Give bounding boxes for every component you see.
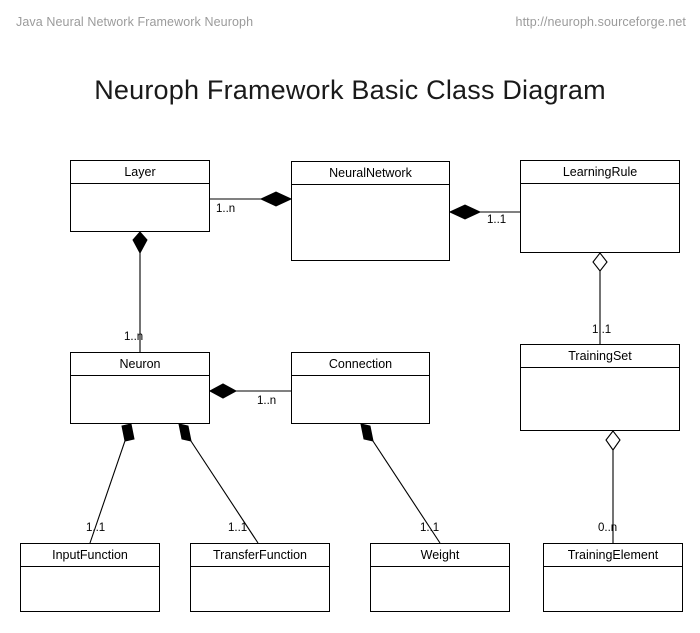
edge-neuron-inputfunction bbox=[89, 431, 129, 544]
class-box-neuron[interactable]: Neuron bbox=[70, 352, 210, 424]
class-name-connection: Connection bbox=[292, 353, 429, 376]
class-box-transferfunction[interactable]: TransferFunction bbox=[190, 543, 330, 612]
multiplicity-label-connection-weight: 1..1 bbox=[420, 522, 440, 534]
class-name-transferfunction: TransferFunction bbox=[191, 544, 329, 567]
class-attributes-learningrule bbox=[521, 184, 679, 252]
class-box-weight[interactable]: Weight bbox=[370, 543, 510, 612]
class-attributes-layer bbox=[71, 184, 209, 231]
class-attributes-neuron bbox=[71, 376, 209, 423]
class-attributes-trainingelement bbox=[544, 567, 682, 611]
class-name-neuralnetwork: NeuralNetwork bbox=[292, 162, 449, 185]
header-framework-label: Java Neural Network Framework Neuroph bbox=[16, 15, 254, 29]
composition-diamond-nn-layer bbox=[259, 191, 293, 207]
aggregation-diamond-trainingset-trainingelement bbox=[605, 430, 621, 451]
class-box-layer[interactable]: Layer bbox=[70, 160, 210, 232]
class-name-layer: Layer bbox=[71, 161, 209, 184]
class-attributes-neuralnetwork bbox=[292, 185, 449, 260]
class-name-trainingset: TrainingSet bbox=[521, 345, 679, 368]
edge-neuron-transferfunction bbox=[184, 431, 259, 544]
page-title: Neuroph Framework Basic Class Diagram bbox=[94, 75, 606, 105]
class-box-trainingelement[interactable]: TrainingElement bbox=[543, 543, 683, 612]
class-box-neuralnetwork[interactable]: NeuralNetwork bbox=[291, 161, 450, 261]
class-attributes-inputfunction bbox=[21, 567, 159, 611]
class-attributes-weight bbox=[371, 567, 509, 611]
composition-diamond-nn-learningrule bbox=[448, 204, 482, 220]
multiplicity-label-neuralnetwork-layer: 1..n bbox=[216, 203, 236, 215]
multiplicity-label-layer-neuron: 1..n bbox=[124, 331, 144, 343]
multiplicity-label-neuron-transferfunction: 1..1 bbox=[228, 522, 248, 534]
composition-diamond-neuron-transferfunction bbox=[178, 423, 192, 442]
header-project-url: http://neuroph.sourceforge.net bbox=[515, 15, 686, 29]
class-attributes-transferfunction bbox=[191, 567, 329, 611]
composition-diamond-connection-weight bbox=[360, 423, 374, 442]
class-box-connection[interactable]: Connection bbox=[291, 352, 430, 424]
composition-diamond-neuron-connection bbox=[208, 383, 238, 399]
aggregation-diamond-learningrule-trainingset bbox=[592, 252, 608, 272]
multiplicity-label-trainingset-trainingelement: 0..n bbox=[598, 522, 618, 534]
multiplicity-label-neuron-connection: 1..n bbox=[257, 395, 277, 407]
class-attributes-connection bbox=[292, 376, 429, 423]
multiplicity-label-neuralnetwork-learningrule: 1..1 bbox=[487, 214, 507, 226]
class-name-inputfunction: InputFunction bbox=[21, 544, 159, 567]
class-box-learningrule[interactable]: LearningRule bbox=[520, 160, 680, 253]
class-name-learningrule: LearningRule bbox=[521, 161, 679, 184]
edge-connection-weight bbox=[366, 431, 441, 544]
class-attributes-trainingset bbox=[521, 368, 679, 430]
class-box-inputfunction[interactable]: InputFunction bbox=[20, 543, 160, 612]
composition-diamond-layer-neuron bbox=[132, 231, 148, 255]
multiplicity-label-learningrule-trainingset: 1..1 bbox=[592, 324, 612, 336]
multiplicity-label-neuron-inputfunction: 1..1 bbox=[86, 522, 106, 534]
class-name-neuron: Neuron bbox=[71, 353, 209, 376]
class-name-trainingelement: TrainingElement bbox=[544, 544, 682, 567]
class-box-trainingset[interactable]: TrainingSet bbox=[520, 344, 680, 431]
composition-diamond-neuron-inputfunction bbox=[121, 423, 135, 442]
class-name-weight: Weight bbox=[371, 544, 509, 567]
